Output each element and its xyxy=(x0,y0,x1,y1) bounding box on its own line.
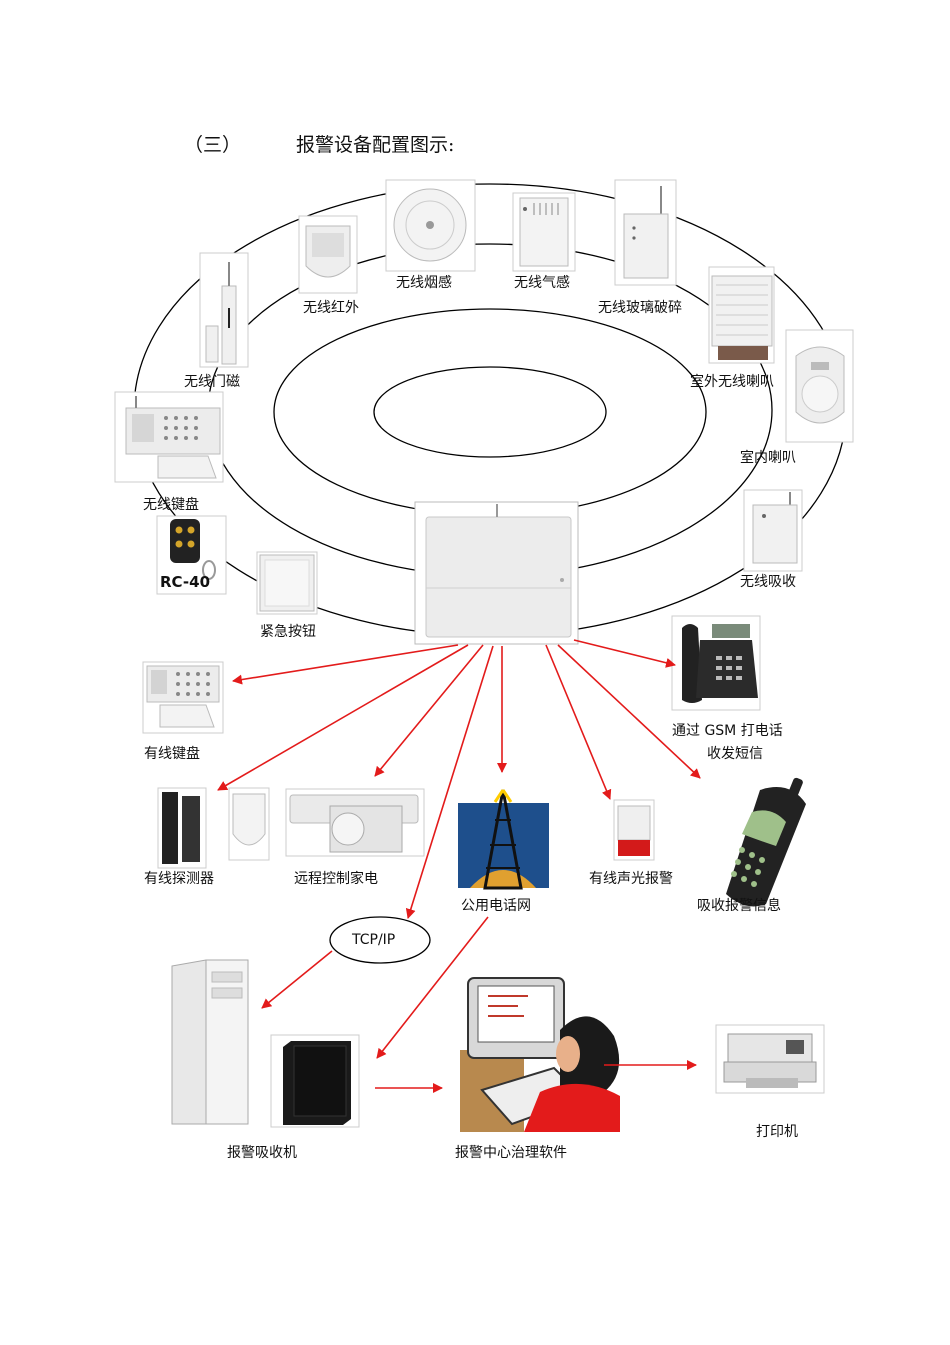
label-tcpip: TCP/IP xyxy=(352,932,396,948)
remote-rc40-image xyxy=(156,515,227,595)
label-appliance: 远程控制家电 xyxy=(294,871,378,887)
label-pstn: 公用电话网 xyxy=(461,898,531,914)
ring-inner xyxy=(273,308,707,516)
outdoor-siren-image xyxy=(708,266,775,364)
infrared-image xyxy=(298,215,358,294)
label-wired-keypad: 有线键盘 xyxy=(144,746,200,762)
arrow-to-wired-detector xyxy=(217,644,469,791)
wired-keypad-image xyxy=(142,661,224,734)
label-wired-detector: 有线探测器 xyxy=(144,871,214,887)
indoor-speaker-image xyxy=(785,329,854,443)
section-number: （三） xyxy=(184,134,242,156)
label-remote: RC-40 xyxy=(160,573,211,591)
label-mobile: 吸收报警信息 xyxy=(697,898,781,914)
arrow-tcpip-to-pc xyxy=(261,950,333,1009)
tower-pc-image xyxy=(171,959,249,1125)
printer-image xyxy=(715,1024,825,1094)
glass-break-image xyxy=(614,179,677,286)
air-conditioner-image xyxy=(285,788,425,857)
pstn-tower-image xyxy=(458,789,549,890)
label-infrared: 无线红外 xyxy=(303,300,359,316)
label-door-magnet: 无线门磁 xyxy=(184,374,240,390)
arrow-to-phone xyxy=(573,639,676,668)
label-wireless-keypad: 无线键盘 xyxy=(143,497,199,513)
label-software: 报警中心治理软件 xyxy=(455,1145,567,1161)
connection-arrows xyxy=(217,639,701,1093)
panic-button-image xyxy=(256,551,318,615)
page-title: （三） 报警设备配置图示: xyxy=(184,130,454,157)
arrow-to-mobile xyxy=(557,644,701,779)
wireless-keypad-image xyxy=(114,391,224,483)
label-indoor-speaker: 室内喇叭 xyxy=(740,450,796,466)
receiver-box-image xyxy=(270,1034,360,1128)
door-magnet-image xyxy=(199,252,249,368)
title-text: 报警设备配置图示: xyxy=(296,134,455,156)
label-gsm-line1: 通过 GSM 打电话 xyxy=(672,723,783,739)
wireless-receiver-image xyxy=(743,489,803,572)
gas-detector-image xyxy=(512,192,576,272)
arrow-to-strobe xyxy=(545,644,612,800)
control-panel-image xyxy=(414,501,579,645)
label-gsm-line2: 收发短信 xyxy=(707,746,763,762)
label-gas: 无线气感 xyxy=(514,275,570,291)
arrow-to-wired-keypad xyxy=(232,644,459,685)
desk-phone-image xyxy=(671,615,761,711)
wired-detector-image xyxy=(157,787,270,869)
operator-workstation-image xyxy=(460,977,620,1132)
label-glass-break: 无线玻璃破碎 xyxy=(598,300,682,316)
arrow-to-appliance xyxy=(374,644,484,777)
mobile-phone-image xyxy=(726,777,806,907)
smoke-detector-image xyxy=(385,179,476,272)
ring-core xyxy=(373,366,607,458)
label-strobe: 有线声光报警 xyxy=(589,871,673,887)
arrow-pstn-to-receiver xyxy=(376,916,489,1059)
label-panic-button: 紧急按钮 xyxy=(260,624,316,640)
tcpip-ellipse xyxy=(329,916,431,964)
label-wireless-receiver: 无线吸收 xyxy=(740,574,796,590)
label-smoke: 无线烟感 xyxy=(396,275,452,291)
arrow-to-tcpip xyxy=(405,645,494,919)
label-printer: 打印机 xyxy=(756,1124,798,1140)
wired-strobe-image xyxy=(613,799,655,861)
label-outdoor-siren: 室外无线喇叭 xyxy=(690,374,774,390)
label-receiver-pc: 报警吸收机 xyxy=(227,1145,297,1161)
